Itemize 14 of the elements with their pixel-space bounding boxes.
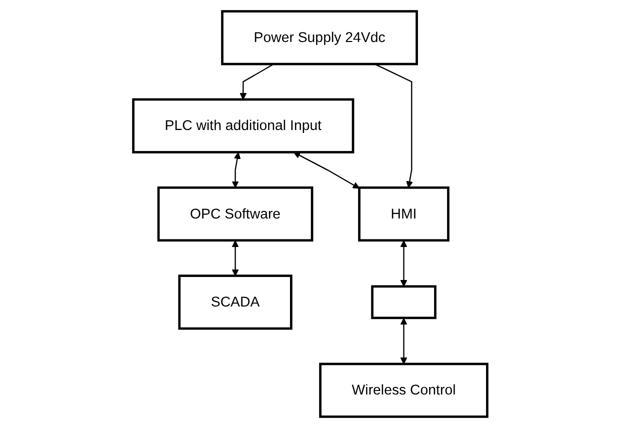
node-box: OPC Software — [158, 186, 314, 242]
node-box: PLC with additional Input — [132, 98, 354, 154]
node-box: Wireless Control — [319, 362, 489, 418]
arrow — [232, 240, 239, 276]
arrow — [240, 64, 274, 100]
node-box: HMI — [358, 186, 450, 242]
node-box — [371, 285, 437, 320]
arrow — [232, 152, 241, 188]
arrow — [400, 240, 408, 287]
arrow — [294, 152, 360, 189]
node-box: Power Supply 24Vdc — [221, 10, 418, 66]
arrow — [400, 318, 408, 364]
arrow — [374, 64, 414, 188]
node-box: SCADA — [178, 274, 293, 330]
